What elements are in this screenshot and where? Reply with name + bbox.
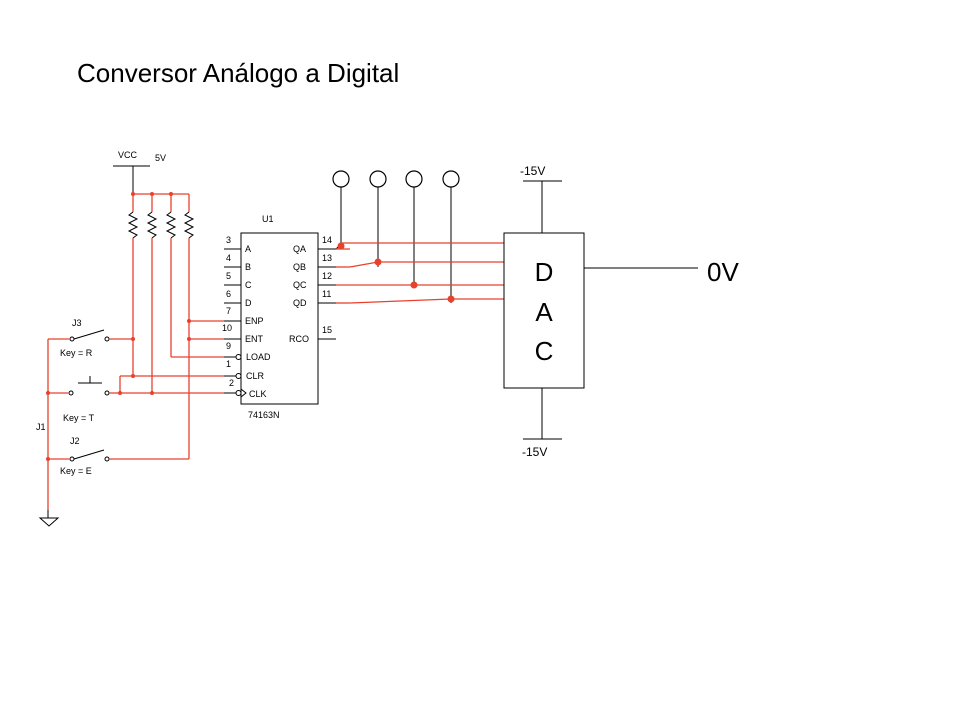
switch-key: Key = T xyxy=(63,413,95,423)
resistor xyxy=(127,211,139,239)
pin-number: 14 xyxy=(322,235,332,245)
pin-number: 2 xyxy=(229,378,234,388)
pin-number: 9 xyxy=(226,341,231,351)
dac-letter: D xyxy=(535,257,554,287)
pin-name: CLR xyxy=(246,371,265,381)
switch-key: Key = R xyxy=(60,348,93,358)
dac-block: D A C -15V -15V 0V xyxy=(503,164,739,459)
pin-name: QB xyxy=(293,262,306,272)
pin-name: D xyxy=(245,298,252,308)
probe-lamps xyxy=(332,170,460,303)
switch-j2[interactable]: J2 Key = E xyxy=(48,436,189,476)
pin-name: B xyxy=(245,262,251,272)
vcc-bus xyxy=(131,192,190,212)
pin-number: 5 xyxy=(226,271,231,281)
pin-name: QA xyxy=(293,244,306,254)
pin-name: ENT xyxy=(245,334,264,344)
dac-supply-bottom: -15V xyxy=(522,445,547,459)
resistor xyxy=(183,211,195,239)
pin-name: CLK xyxy=(249,389,267,399)
probe-lamp xyxy=(332,170,350,188)
switch-push[interactable]: Key = T xyxy=(48,376,120,423)
pin-number: 1 xyxy=(226,359,231,369)
pin-number: 11 xyxy=(322,289,331,299)
pin-name: LOAD xyxy=(246,352,271,362)
probe-lamp xyxy=(369,170,387,188)
pin-name: C xyxy=(245,280,252,290)
pin-number: 4 xyxy=(226,253,231,263)
resistor xyxy=(165,211,177,239)
pin-number: 7 xyxy=(226,306,231,316)
pin-name: A xyxy=(245,244,251,254)
chip-part: 74163N xyxy=(248,410,280,420)
vcc-label: VCC xyxy=(118,150,138,160)
probe-lamp xyxy=(442,170,460,188)
pin-number: 15 xyxy=(322,325,332,335)
dac-output-value: 0V xyxy=(707,257,739,287)
switch-key: Key = E xyxy=(60,466,92,476)
pin-number: 13 xyxy=(322,253,332,263)
probe-lamp xyxy=(405,170,423,188)
control-wires xyxy=(120,319,224,395)
ground: J1 xyxy=(36,339,60,527)
pin-number: 6 xyxy=(226,289,231,299)
ground-icon xyxy=(38,517,60,527)
dac-supply-top: -15V xyxy=(520,164,545,178)
switch-ref: J2 xyxy=(70,436,80,446)
pin-name: QC xyxy=(293,280,307,290)
ground-ref: J1 xyxy=(36,422,46,432)
vcc-value: 5V xyxy=(155,153,166,163)
resistor xyxy=(146,211,158,239)
pin-number: 10 xyxy=(222,323,232,333)
switch-ref: J3 xyxy=(72,318,82,328)
pin-number: 3 xyxy=(226,235,231,245)
dac-letter: A xyxy=(535,297,553,327)
vcc-supply: VCC 5V xyxy=(113,150,166,194)
pin-number: 12 xyxy=(322,271,332,281)
pin-name: RCO xyxy=(289,334,309,344)
pin-name: ENP xyxy=(245,316,264,326)
dac-letter: C xyxy=(535,336,554,366)
chip-ref: U1 xyxy=(262,214,274,224)
switch-j3[interactable]: J3 Key = R xyxy=(48,318,135,358)
page-title: Conversor Análogo a Digital xyxy=(77,58,400,88)
pin-name: QD xyxy=(293,298,307,308)
output-bus xyxy=(336,242,504,304)
counter-chip: U1 74163N 3 4 5 6 7 10 9 1 2 A B C D ENP… xyxy=(222,214,336,420)
pullup-resistors xyxy=(127,211,195,239)
